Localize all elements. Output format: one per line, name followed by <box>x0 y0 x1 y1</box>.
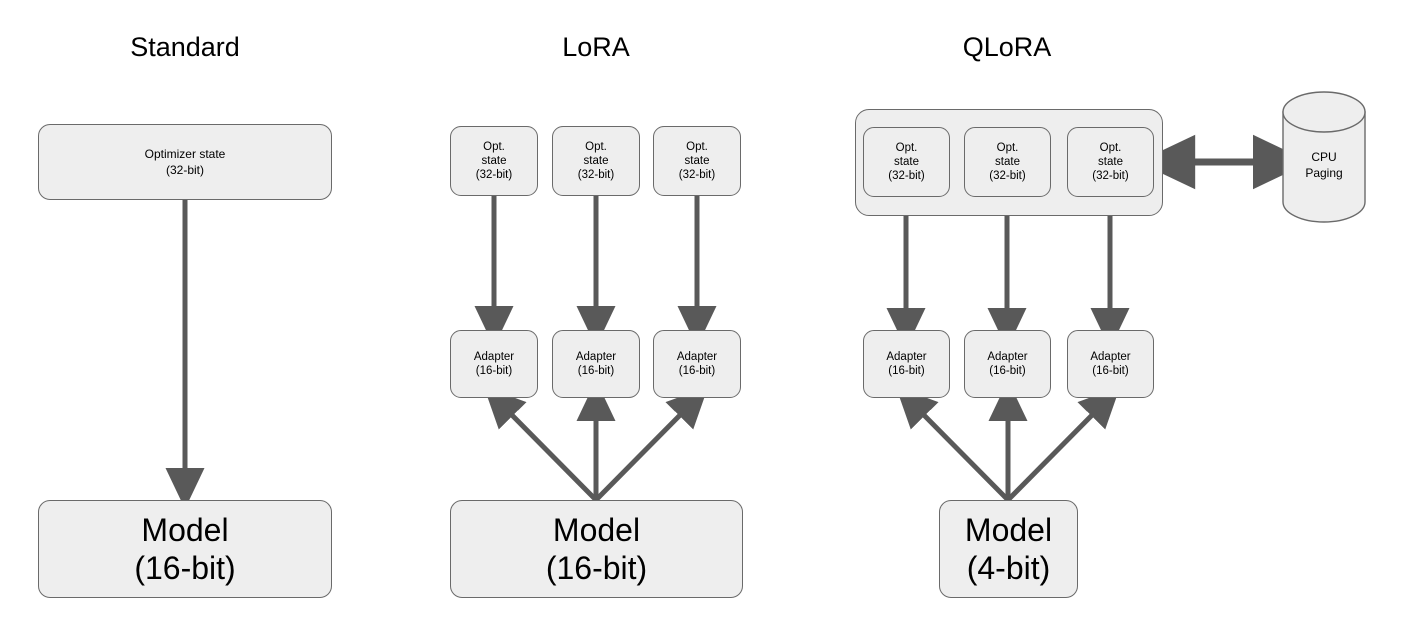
arrow-lora-model-to-adapter-1 <box>483 386 598 502</box>
arrow-lora-model-to-adapter-3 <box>594 386 709 502</box>
qlora-opt-state-box-1[interactable]: Opt. state (32-bit) <box>863 127 950 197</box>
lora-adapter-1-line2: (16-bit) <box>475 365 513 377</box>
lora-adapter-box-3[interactable]: Adapter (16-bit) <box>653 330 741 398</box>
qlora-adapter-1-line1: Adapter <box>886 351 927 363</box>
lora-adapter-2-line1: Adapter <box>575 351 617 363</box>
column-title-standard: Standard <box>130 32 240 62</box>
lora-opt-state-2-line3: (32-bit) <box>577 169 615 181</box>
standard-model-line1: Model <box>141 512 229 548</box>
qlora-adapter-1-line2: (16-bit) <box>888 365 925 377</box>
qlora-opt-state-3-line2: state <box>1098 156 1123 168</box>
lora-opt-state-box-3[interactable]: Opt. state (32-bit) <box>653 126 741 196</box>
column-title-lora: LoRA <box>562 32 630 62</box>
cpu-paging-label: CPU Paging <box>1283 149 1365 181</box>
cpu-paging-line2: Paging <box>1305 166 1343 180</box>
column-title-qlora: QLoRA <box>962 32 1052 62</box>
qlora-model-line2: (4-bit) <box>966 550 1051 586</box>
arrow-qlora-model-to-adapter-3 <box>1006 386 1121 502</box>
lora-opt-state-3-line2: state <box>684 155 710 167</box>
lora-model-line1: Model <box>552 512 641 548</box>
lora-adapter-box-2[interactable]: Adapter (16-bit) <box>552 330 640 398</box>
standard-optimizer-state-line1: Optimizer state <box>144 147 226 161</box>
lora-opt-state-2-line2: state <box>583 155 609 167</box>
qlora-opt-state-3-line1: Opt. <box>1099 142 1122 154</box>
qlora-opt-state-1-line2: state <box>894 156 919 168</box>
lora-adapter-3-line2: (16-bit) <box>678 365 716 377</box>
qlora-adapter-2-line2: (16-bit) <box>989 365 1026 377</box>
qlora-opt-state-1-line3: (32-bit) <box>888 170 925 182</box>
qlora-adapter-box-1[interactable]: Adapter (16-bit) <box>863 330 950 398</box>
standard-model-line2: (16-bit) <box>134 550 236 586</box>
arrow-qlora-model-to-adapter-1 <box>895 386 1010 502</box>
lora-adapter-3-line1: Adapter <box>676 351 718 363</box>
qlora-opt-state-box-2[interactable]: Opt. state (32-bit) <box>964 127 1051 197</box>
standard-model-box[interactable]: Model (16-bit) <box>38 500 332 598</box>
lora-model-box[interactable]: Model (16-bit) <box>450 500 743 598</box>
qlora-opt-state-2-line2: state <box>995 156 1020 168</box>
lora-adapter-2-line2: (16-bit) <box>577 365 615 377</box>
qlora-adapter-box-3[interactable]: Adapter (16-bit) <box>1067 330 1154 398</box>
lora-opt-state-1-line2: state <box>481 155 507 167</box>
lora-opt-state-box-1[interactable]: Opt. state (32-bit) <box>450 126 538 196</box>
qlora-adapter-2-line1: Adapter <box>987 351 1028 363</box>
cpu-paging-line1: CPU <box>1311 150 1337 164</box>
lora-opt-state-2-line1: Opt. <box>585 141 607 153</box>
qlora-adapter-box-2[interactable]: Adapter (16-bit) <box>964 330 1051 398</box>
qlora-opt-state-box-3[interactable]: Opt. state (32-bit) <box>1067 127 1154 197</box>
lora-opt-state-1-line1: Opt. <box>483 141 505 153</box>
qlora-opt-state-3-line3: (32-bit) <box>1092 170 1129 182</box>
qlora-opt-state-1-line1: Opt. <box>895 142 918 154</box>
qlora-opt-state-2-line1: Opt. <box>996 142 1019 154</box>
qlora-model-box[interactable]: Model (4-bit) <box>939 500 1078 598</box>
lora-model-line2: (16-bit) <box>545 550 648 586</box>
qlora-adapter-3-line1: Adapter <box>1090 351 1131 363</box>
qlora-model-line1: Model <box>964 512 1053 548</box>
lora-opt-state-1-line3: (32-bit) <box>475 169 513 181</box>
lora-opt-state-3-line1: Opt. <box>686 141 708 153</box>
lora-adapter-1-line1: Adapter <box>473 351 515 363</box>
standard-optimizer-state-box[interactable]: Optimizer state (32-bit) <box>38 124 332 200</box>
qlora-adapter-3-line2: (16-bit) <box>1092 365 1129 377</box>
lora-opt-state-3-line3: (32-bit) <box>678 169 716 181</box>
qlora-opt-state-2-line3: (32-bit) <box>989 170 1026 182</box>
lora-opt-state-box-2[interactable]: Opt. state (32-bit) <box>552 126 640 196</box>
lora-adapter-box-1[interactable]: Adapter (16-bit) <box>450 330 538 398</box>
standard-optimizer-state-line2: (32-bit) <box>165 163 204 177</box>
